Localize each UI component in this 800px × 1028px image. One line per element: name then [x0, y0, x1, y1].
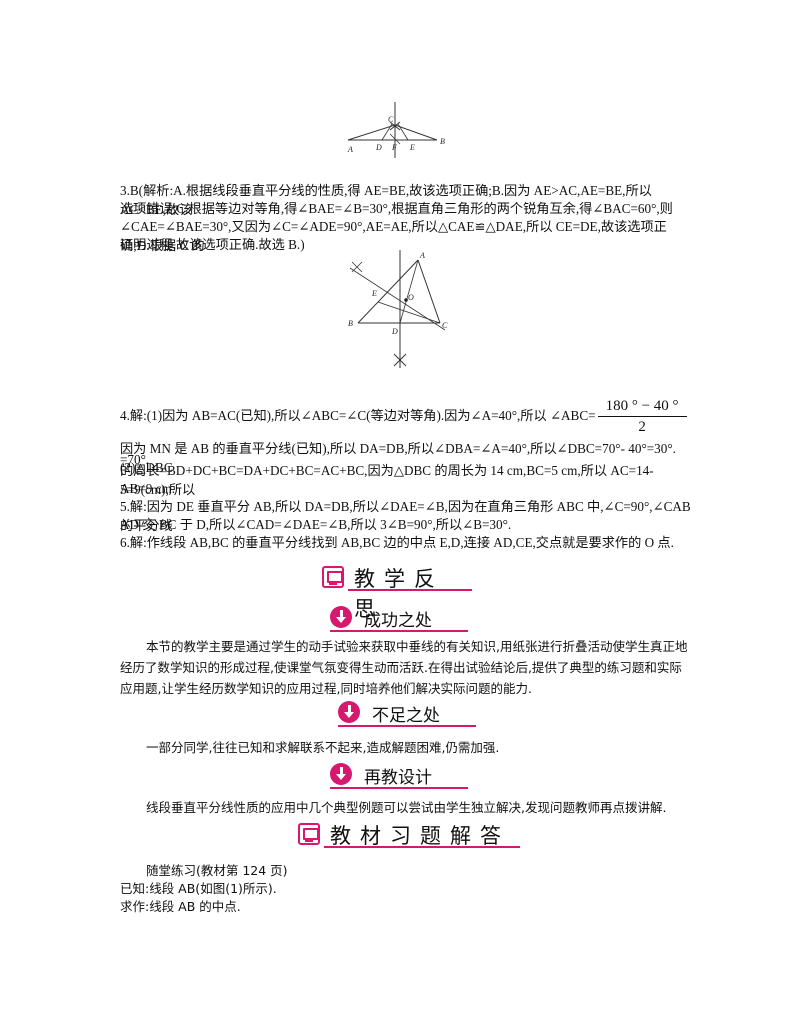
monitor-icon	[298, 823, 320, 845]
fig1-label-a: A	[347, 145, 353, 154]
fig2-label-c: C	[442, 321, 448, 330]
exercise-line-2: 已知:线段 AB(如图(1)所示).	[120, 881, 277, 896]
fig2-label-d: D	[391, 327, 398, 336]
figure-2-triangle-construction: A E O B D C	[348, 250, 448, 368]
success-line-2: 经历了数学知识的形成过程,使课堂气氛变得生动而活跃.在得出试验结论后,提供了典型…	[120, 660, 682, 675]
fig1-label-d: D	[375, 143, 382, 152]
q5-line-2: AD 交 BC 于 D,所以∠CAD=∠DAE=∠B,所以 3∠B=90°,所以…	[120, 517, 512, 532]
q3-line-2: 选项错误;C.根据等边对等角,得∠BAE=∠B=30°,根据直角三角形的两个锐角…	[120, 201, 673, 216]
redesign-line-1: 线段垂直平分线性质的应用中几个典型例题可以尝试由学生独立解决,发现问题教师再点拨…	[146, 800, 667, 815]
q3-line-1: 3.B(解析:A.根据线段垂直平分线的性质,得 AE=BE,故该选项正确;B.因…	[120, 183, 652, 217]
down-arrow-icon	[330, 606, 352, 628]
fig1-label-e: E	[409, 143, 415, 152]
q4-fraction-denominator: 2	[638, 419, 646, 436]
subsection-underline	[338, 725, 476, 727]
fig2-label-o: O	[408, 293, 414, 302]
section-title: 教学反思	[354, 567, 444, 621]
q4-line-3: 的周长=BD+DC+BC=DA+DC+BC=AC+BC,因为△DBC 的周长为 …	[120, 463, 654, 497]
section-header-textbook-answers: 教材习题解答	[298, 822, 528, 848]
subsection-title: 不足之处	[372, 706, 440, 726]
fig2-label-a: A	[419, 251, 425, 260]
q4-line-1-prefix: 4.解:(1)因为 AB=AC(已知),所以∠ABC=∠C(等边对等角).因为∠…	[120, 408, 596, 423]
subsection-underline	[330, 630, 468, 632]
q4-line-4: AB=9 cm.	[120, 481, 176, 496]
down-arrow-icon	[330, 763, 352, 785]
q3-line-3: ∠CAE=∠BAE=30°,又因为∠C=∠ADE=90°,AE=AE,所以△CA…	[120, 219, 667, 253]
q5-line-1: 5.解:因为 DE 垂直平分 AB,所以 DA=DB,所以∠DAE=∠B,因为在…	[120, 499, 691, 533]
exercise-line-1: 随堂练习(教材第 124 页)	[146, 863, 288, 878]
q4-fraction-numerator: 180 ° − 40 °	[597, 396, 687, 418]
monitor-icon	[322, 566, 344, 588]
figure-1-perpendicular-bisector: C A D F E B	[347, 102, 445, 158]
fig2-label-b: B	[348, 319, 353, 328]
success-line-3: 应用题,让学生经历数学知识的应用过程,同时培养他们解决实际问题的能力.	[120, 681, 532, 696]
exercise-line-3: 求作:线段 AB 的中点.	[120, 899, 241, 914]
fig2-label-e: E	[371, 289, 377, 298]
subsection-header-success: 成功之处	[330, 606, 470, 632]
q4-line-1: 4.解:(1)因为 AB=AC(已知),所以∠ABC=∠C(等边对等角).因为∠…	[120, 394, 692, 482]
q6-line-1: 6.解:作线段 AB,BC 的垂直平分线找到 AB,BC 边的中点 E,D,连接…	[120, 535, 674, 550]
q4-line-2: 因为 MN 是 AB 的垂直平分线(已知),所以 DA=DB,所以∠DBA=∠A…	[120, 441, 676, 475]
q3-line-4: 证明过程,故该选项正确.故选 B.)	[120, 237, 305, 252]
fig1-label-f: F	[391, 143, 397, 152]
subsection-header-shortcoming: 不足之处	[338, 701, 478, 727]
section-underline	[348, 589, 472, 591]
subsection-title: 成功之处	[364, 611, 432, 631]
fig1-label-b: B	[440, 137, 445, 146]
section-header-teaching-reflection: 教学反思	[322, 565, 472, 621]
subsection-underline	[330, 787, 468, 789]
section-title: 教材习题解答	[330, 824, 510, 848]
subsection-header-redesign: 再教设计	[330, 763, 470, 789]
subsection-title: 再教设计	[364, 768, 432, 788]
section-underline	[324, 846, 520, 848]
q4-fraction: 180 ° − 40 °2	[597, 396, 687, 437]
shortcoming-line-1: 一部分同学,往往已知和求解联系不起来,造成解题困难,仍需加强.	[146, 740, 500, 755]
success-line-1: 本节的教学主要是通过学生的动手试验来获取中垂线的有关知识,用纸张进行折叠活动使学…	[146, 639, 688, 654]
q4-line-1-suffix: =70°.	[120, 452, 150, 467]
fig1-label-c: C	[388, 115, 394, 124]
down-arrow-icon	[338, 701, 360, 723]
